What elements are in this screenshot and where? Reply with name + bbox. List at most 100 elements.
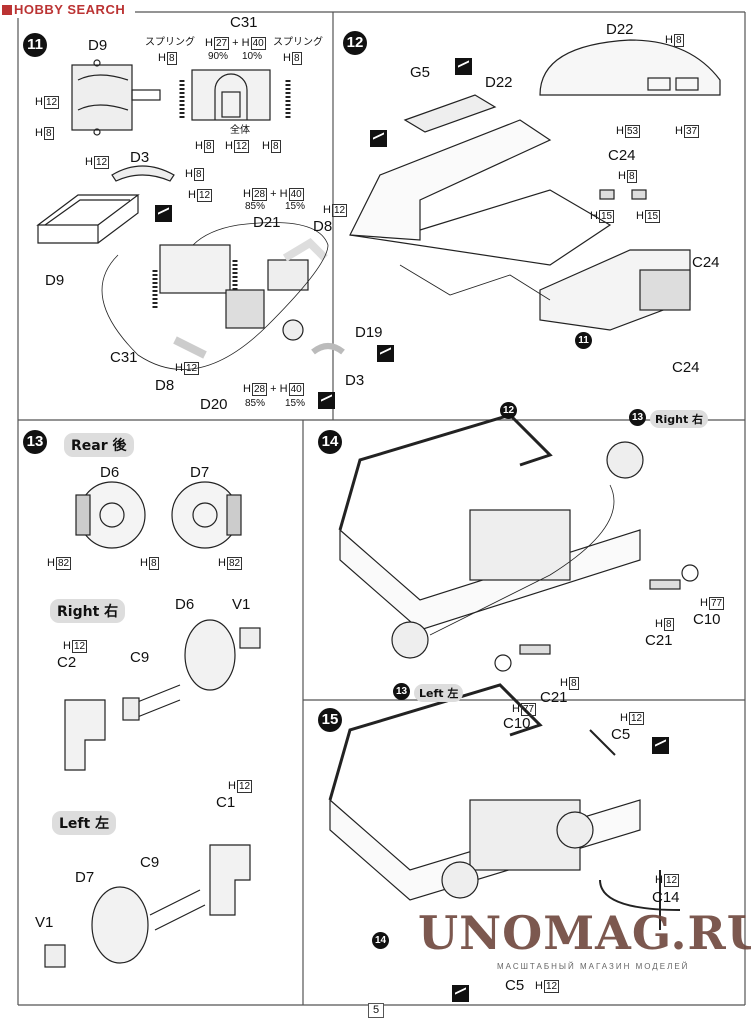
mix-ratio: 90% (208, 51, 229, 62)
mix-ratio: 15% (285, 398, 306, 409)
part-label-c24: C24 (692, 254, 720, 271)
step-reference-13: 13 (629, 409, 646, 426)
part-label-d7: D7 (190, 464, 210, 481)
step-number-11: 11 (23, 33, 47, 57)
paint-brush-icon (377, 345, 394, 362)
part-label-d21: D21 (253, 214, 281, 231)
chassis-rear-drawing (36, 194, 345, 370)
c31-detail-drawing (179, 69, 291, 121)
part-label-c5: C5 (505, 977, 525, 994)
mix-ratio: 85% (245, 398, 266, 409)
body-shell-drawing (349, 94, 691, 331)
right-side-label: Right 右 (50, 599, 126, 623)
part-label-d3: D3 (130, 149, 150, 166)
chassis-step14-drawing (338, 413, 699, 672)
d22-detail-drawing (539, 39, 721, 96)
part-label-c21: C21 (540, 689, 568, 706)
part-label-c5: C5 (611, 726, 631, 743)
right-hub-drawing (64, 619, 261, 771)
rear-label: Rear 後 (64, 433, 134, 457)
logo-mark-icon (2, 5, 12, 15)
part-label-d7: D7 (75, 869, 95, 886)
watermark-subtitle: МАСШТАБНЫЙ МАГАЗИН МОДЕЛЕЙ (497, 962, 690, 971)
d9-detail-drawing (71, 59, 161, 136)
part-label-c10: C10 (503, 715, 531, 732)
part-label-c31: C31 (230, 14, 258, 31)
spring-note: スプリング (273, 37, 323, 48)
step-number-14: 14 (318, 430, 342, 454)
part-label-d6: D6 (175, 596, 195, 613)
spring-note: スプリング (145, 37, 195, 48)
logo-text: HOBBY SEARCH (14, 2, 126, 17)
step-reference-12: 12 (500, 402, 517, 419)
paint-brush-icon (318, 392, 335, 409)
left-side-label: Left 左 (52, 811, 117, 835)
part-label-d9: D9 (88, 37, 108, 54)
chassis-step15-drawing (328, 683, 681, 930)
part-label-d3: D3 (345, 372, 365, 389)
paint-brush-icon (155, 205, 172, 222)
part-label-d22: D22 (485, 74, 513, 91)
step-reference-13: 13 (393, 683, 410, 700)
part-label-c21: C21 (645, 632, 673, 649)
step-number-15: 15 (318, 708, 342, 732)
part-label-c24: C24 (672, 359, 700, 376)
paint-brush-icon (455, 58, 472, 75)
c24-detail-drawing (599, 189, 647, 200)
whole-note: 全体 (230, 125, 250, 136)
right-side-label: Right 右 (650, 410, 709, 428)
step-number-12: 12 (343, 31, 367, 55)
part-label-d8: D8 (155, 377, 175, 394)
part-label-c10: C10 (693, 611, 721, 628)
part-label-c31: C31 (110, 349, 138, 366)
mix-ratio: 10% (242, 51, 263, 62)
watermark-title: UNOMAG.RU (418, 906, 751, 960)
step-reference-14: 14 (372, 932, 389, 949)
part-label-d8: D8 (313, 218, 333, 235)
paint-brush-icon (452, 985, 469, 1002)
d3-detail-drawing (111, 165, 175, 182)
step-number-13: 13 (23, 430, 47, 454)
left-hub-drawing (44, 844, 251, 968)
page-number: 5 (368, 1003, 384, 1018)
part-label-v1: V1 (35, 914, 54, 931)
part-label-g5: G5 (410, 64, 431, 81)
part-label-c9: C9 (140, 854, 160, 871)
hobby-search-logo: HOBBY SEARCH (2, 2, 125, 17)
part-label-d9: D9 (45, 272, 65, 289)
left-side-label: Left 左 (414, 684, 464, 702)
mix-ratio: 85% (245, 201, 266, 212)
mix-ratio: 15% (285, 201, 306, 212)
part-label-d19: D19 (355, 324, 383, 341)
